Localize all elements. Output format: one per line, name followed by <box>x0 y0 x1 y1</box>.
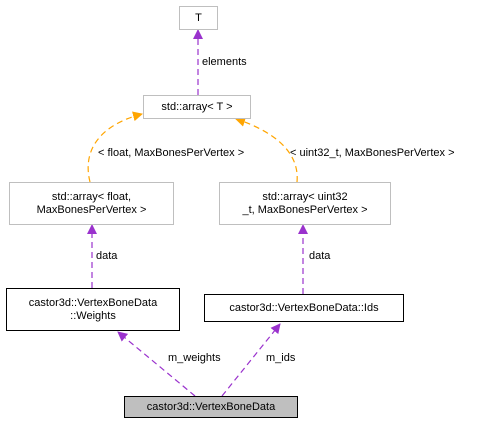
edge-label-m-ids: m_ids <box>266 352 296 364</box>
edge-label-uint32-data: data <box>309 250 331 262</box>
edge-label-float-data: data <box>96 250 118 262</box>
node-t-label: T <box>195 11 202 24</box>
edge-label-float-template: < float, MaxBonesPerVertex > <box>98 147 245 159</box>
node-weights-line1: castor3d::VertexBoneData <box>28 296 158 309</box>
node-ids[interactable]: castor3d::VertexBoneData::Ids <box>204 294 404 322</box>
edge-label-uint32-template: < uint32_t, MaxBonesPerVertex > <box>290 147 455 159</box>
node-vertex-bone-data-label: castor3d::VertexBoneData <box>146 400 276 413</box>
edge-m-weights <box>117 331 196 397</box>
edge-float-template <box>87 111 143 183</box>
edge-label-m-weights: m_weights <box>168 352 221 364</box>
node-std-array-t[interactable]: std::array< T > <box>143 95 251 119</box>
node-array-float-line2: MaxBonesPerVertex > <box>36 203 147 216</box>
node-std-array-t-label: std::array< T > <box>161 100 233 113</box>
node-t[interactable]: T <box>179 6 218 30</box>
node-ids-label: castor3d::VertexBoneData::Ids <box>229 301 379 314</box>
edge-label-elements: elements <box>202 56 247 68</box>
node-array-uint32[interactable]: std::array< uint32 _t, MaxBonesPerVertex… <box>219 182 391 225</box>
node-weights[interactable]: castor3d::VertexBoneData ::Weights <box>6 288 180 331</box>
node-weights-line2: ::Weights <box>70 309 116 322</box>
node-array-float[interactable]: std::array< float, MaxBonesPerVertex > <box>9 182 174 225</box>
edge-uint32-template <box>235 117 298 183</box>
node-array-uint32-line1: std::array< uint32 <box>262 190 348 203</box>
edge-m-ids <box>221 323 281 397</box>
node-array-float-line1: std::array< float, <box>51 190 132 203</box>
node-array-uint32-line2: _t, MaxBonesPerVertex > <box>242 203 368 216</box>
node-vertex-bone-data[interactable]: castor3d::VertexBoneData <box>124 396 298 418</box>
